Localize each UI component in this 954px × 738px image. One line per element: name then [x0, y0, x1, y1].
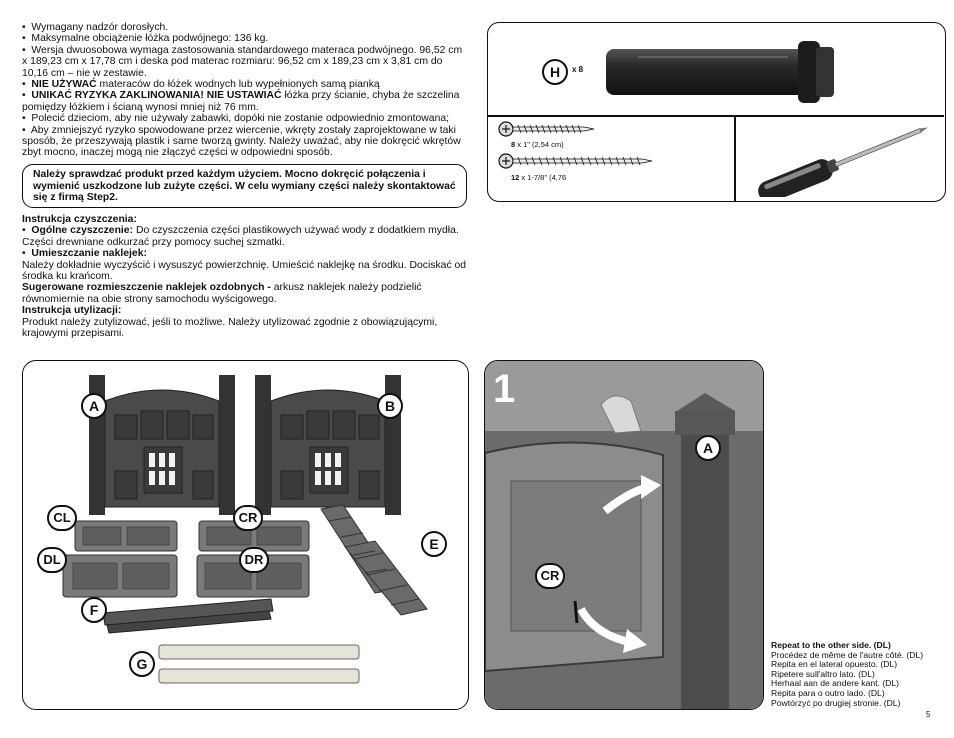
repeat-line: Procédez de même de l'autre côté. (DL)	[771, 649, 924, 660]
cleaning-section: Instrukcja czyszczenia: • Ogólne czyszcz…	[22, 214, 470, 339]
safety-section: • Wymagany nadzór dorosłych. • Maksymaln…	[22, 22, 470, 159]
safety-bullet: • NIE UŻYWAĆ materaców do łóżek wodnych …	[22, 79, 380, 91]
footboard-panel-b	[255, 375, 401, 515]
part-label-dr: DR	[239, 547, 269, 573]
repeat-title: Repeat to the other side. (DL)	[771, 640, 891, 650]
repeat-line: Repita en el lateral opuesto. (DL)	[771, 659, 898, 670]
step-number: 1	[493, 367, 516, 411]
part-label-b: B	[377, 393, 403, 419]
part-label-g: G	[129, 651, 155, 677]
long-screw-label: 12 x 1-7/8" (4,76	[511, 173, 567, 182]
part-label-cr: CR	[233, 505, 263, 531]
safety-bullet: • Maksymalne obciążenie łóżka podwójnego…	[22, 33, 269, 45]
short-screw-label: 8 x 1" (2,54 cm)	[511, 140, 564, 149]
part-label-e: E	[421, 531, 447, 557]
cleaning-general: • Ogólne czyszczenie: Do czyszczenia czę…	[22, 225, 459, 248]
slat-g	[158, 644, 360, 660]
stickers-text: Należy dokładnie wyczyścić i wysuszyć po…	[22, 259, 467, 283]
step-1-illustration	[485, 361, 763, 709]
long-screw-icon	[498, 153, 653, 169]
decor-text: Sugerowane rozmieszczenie naklejek ozdob…	[22, 282, 422, 305]
parts-box: A B CL CR E DL DR F G	[22, 360, 469, 710]
stickers-heading: • Umieszczanie naklejek:	[22, 248, 147, 260]
part-label-dl: DL	[37, 547, 67, 573]
safety-bullet: • Aby zmniejszyć ryzyko spowodowane prze…	[22, 124, 461, 159]
repeat-line: Powtórzyć po drugiej stronie. (DL)	[771, 697, 901, 708]
part-label-cl: CL	[47, 505, 77, 531]
repeat-line: Herhaal aan de andere kant. (DL)	[771, 678, 900, 689]
step-label-a: A	[695, 435, 721, 461]
ladder-part-e	[320, 504, 428, 616]
repeat-line: Ripetere sull'altro lato. (DL)	[771, 668, 875, 679]
hardware-divider	[488, 115, 944, 117]
short-screw-icon	[498, 121, 595, 137]
cleaning-heading: Instrukcja czyszczenia:	[22, 214, 137, 225]
inspection-warning-box: Należy sprawdzać produkt przed każdym uż…	[22, 164, 467, 208]
part-label-f: F	[81, 597, 107, 623]
page-number: 5	[926, 710, 931, 719]
slat-g	[158, 668, 360, 684]
hardware-divider	[734, 115, 736, 201]
part-label-h: H	[542, 59, 568, 85]
step-1-box: 1 A CR	[484, 360, 764, 710]
headboard-panel-a	[89, 375, 235, 515]
safety-bullet: • Wersja dwuosobowa wymaga zastosowania …	[22, 44, 463, 79]
wood-rail-f	[102, 598, 274, 626]
safety-bullet: • Wymagany nadzór dorosłych.	[22, 22, 169, 33]
axle-cap-illustration	[606, 41, 834, 103]
step-label-cr: CR	[535, 563, 565, 589]
safety-bullet: • Polecić dzieciom, aby nie używały zaba…	[22, 113, 450, 125]
disposal-text: Produkt należy zutylizować, jeśli to moż…	[22, 316, 438, 340]
screwdriver-icon	[758, 127, 929, 197]
hardware-box: H x 8 8 x 1" (2,54 cm) 12 x 1-7/8" (4,76	[487, 22, 946, 202]
repeat-line: Repita para o outro lado. (DL)	[771, 687, 885, 698]
h-quantity: x 8	[572, 65, 584, 74]
repeat-instructions: Repeat to the other side. (DL) Procédez …	[771, 640, 924, 708]
disposal-heading: Instrukcja utylizacji:	[22, 305, 122, 317]
safety-bullet: • UNIKAĆ RYZYKA ZAKLINOWANIA! NIE USTAWI…	[22, 90, 460, 113]
part-label-a: A	[81, 393, 107, 419]
